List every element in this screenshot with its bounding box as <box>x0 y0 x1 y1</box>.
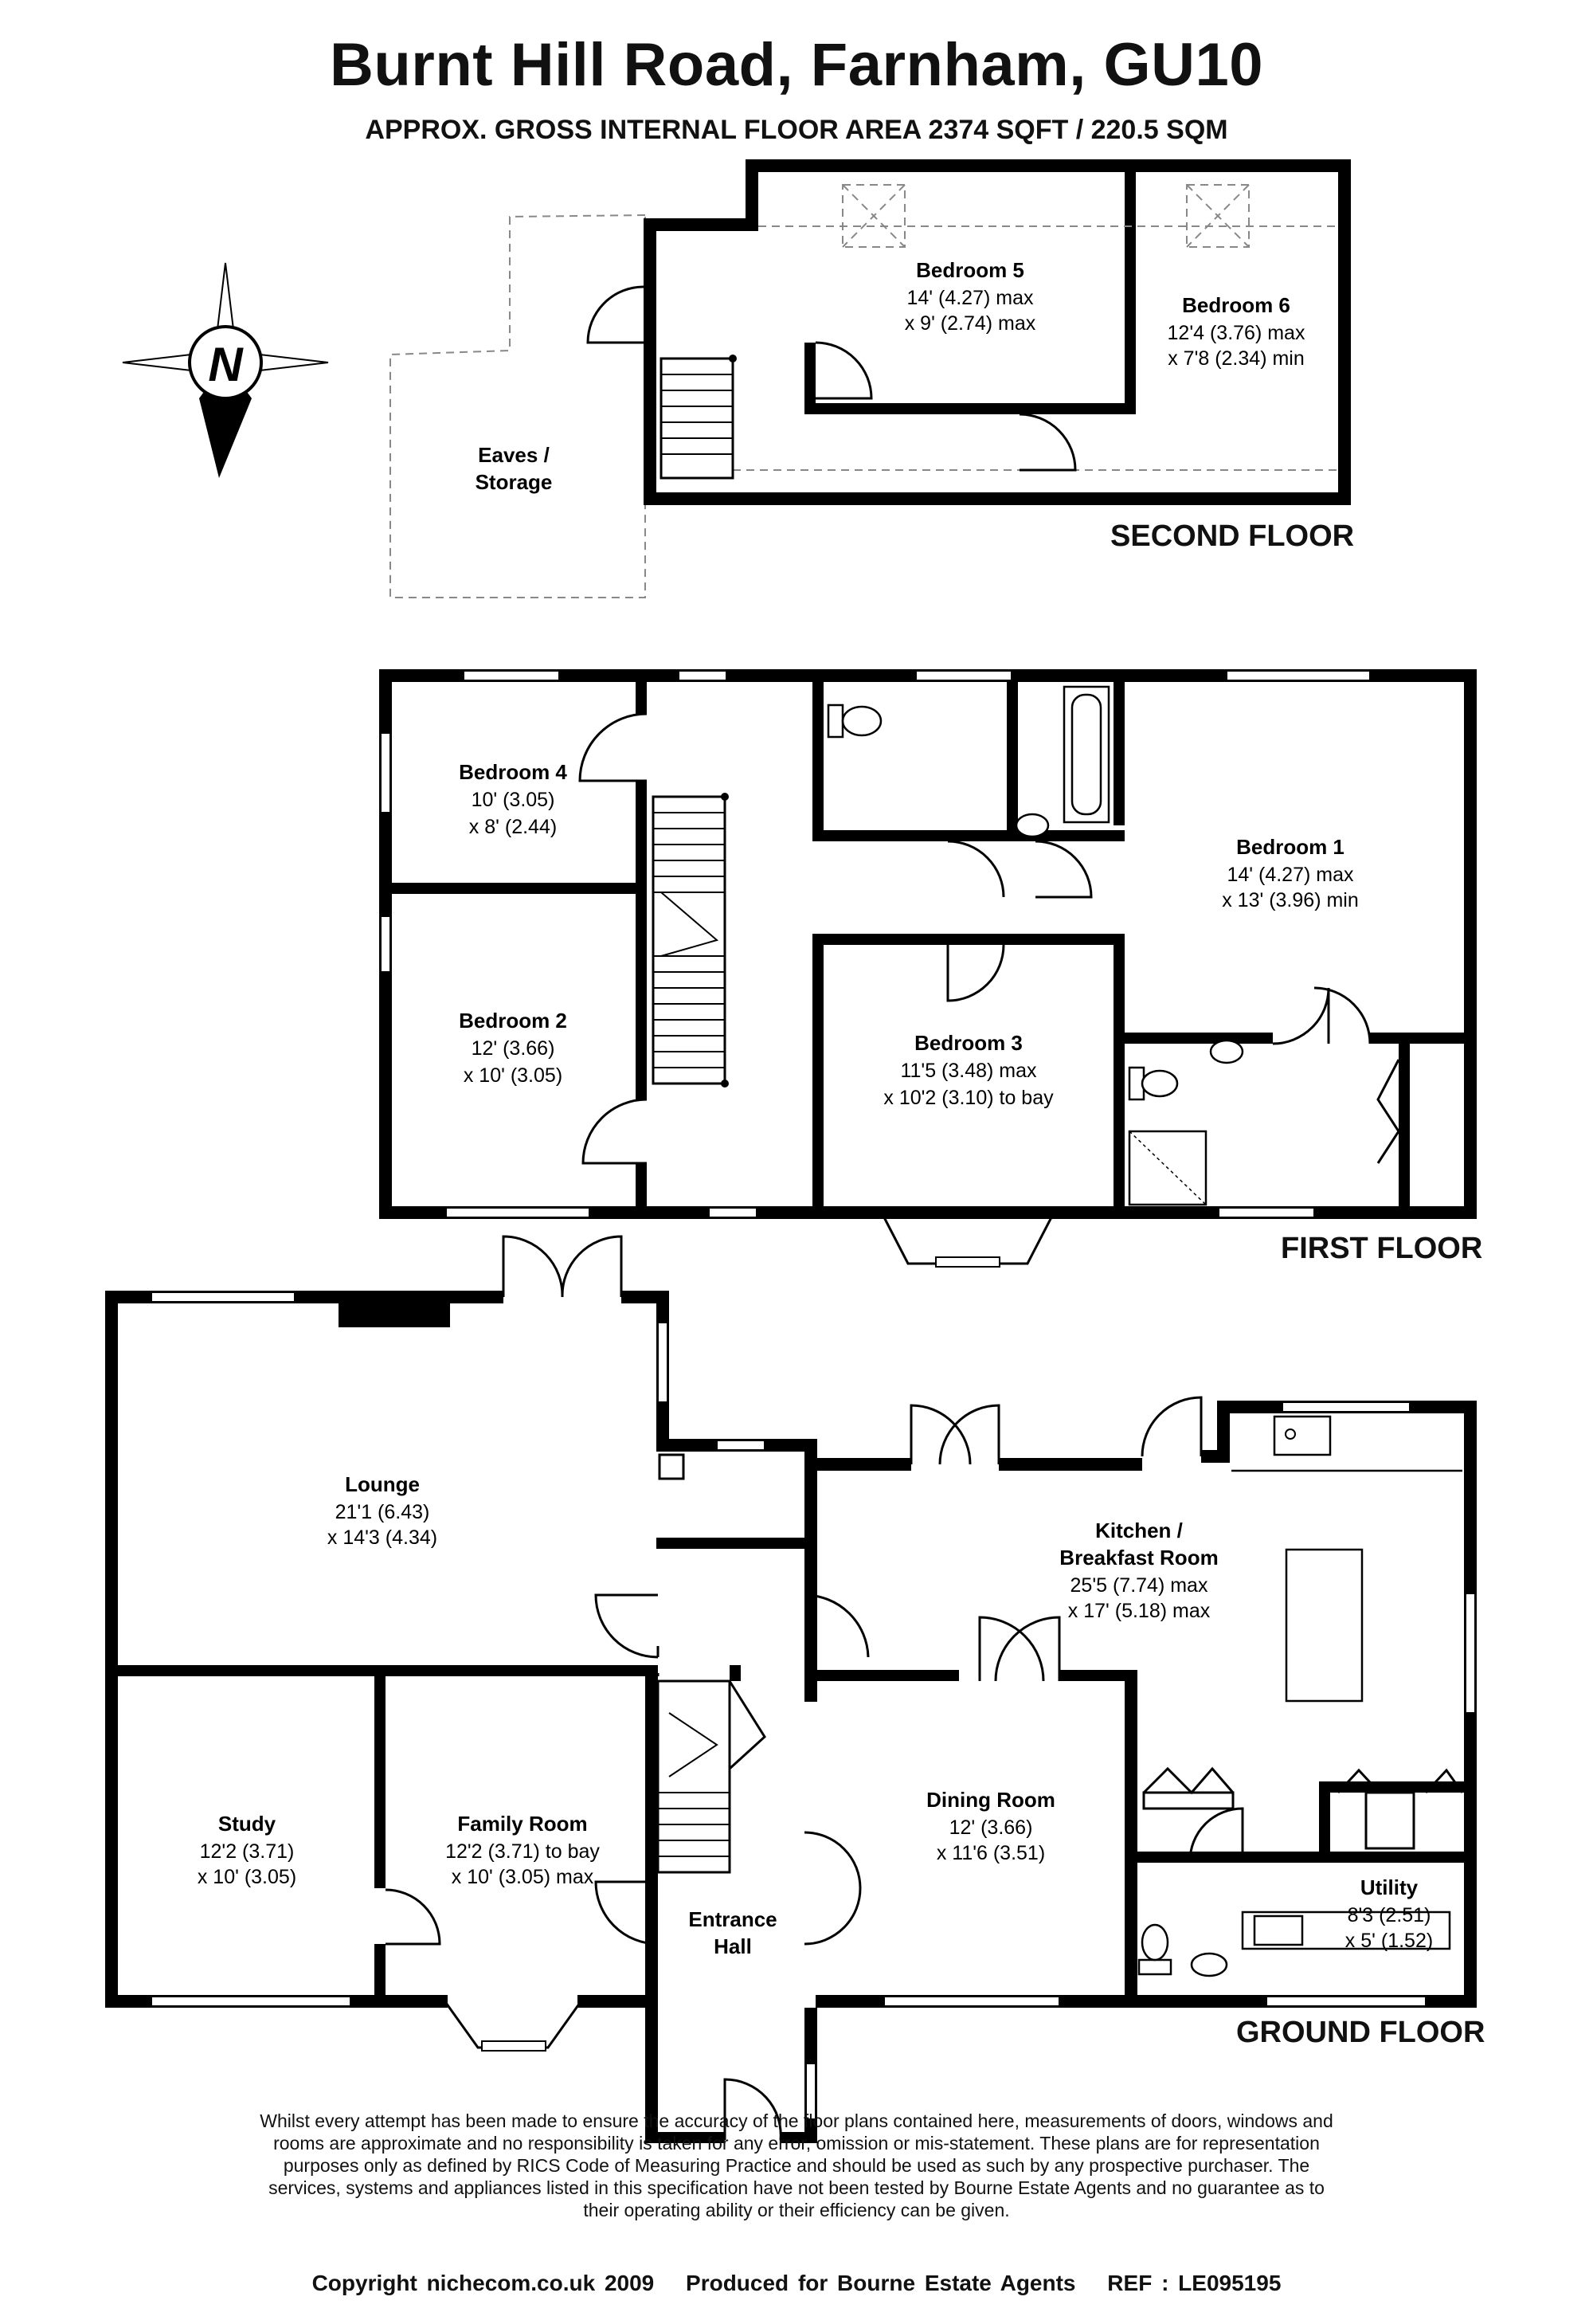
ground-floor-plan <box>105 1235 1477 2143</box>
bedroom3-name: Bedroom 3 <box>914 1031 1023 1055</box>
disclaimer-line: services, systems and appliances listed … <box>268 2177 1325 2198</box>
bedroom6-dim2: x 7'8 (2.34) min <box>1168 347 1305 370</box>
kitchen-dim2: x 17' (5.18) max <box>1068 1600 1211 1622</box>
bedroom6-name: Bedroom 6 <box>1182 293 1290 317</box>
bedroom5-dim1: 14' (4.27) max <box>906 287 1034 309</box>
kitchen-dim1: 25'5 (7.74) max <box>1070 1574 1208 1597</box>
bedroom2-name: Bedroom 2 <box>459 1009 567 1033</box>
reference-text: REF : LE095195 <box>1107 2271 1282 2295</box>
bedroom4-name: Bedroom 4 <box>459 760 567 784</box>
second-floor-label: SECOND FLOOR <box>1110 519 1355 553</box>
disclaimer-line: purposes only as defined by RICS Code of… <box>283 2155 1310 2176</box>
entrance-hall-line1: Entrance <box>688 1907 777 1931</box>
dining-room-dim2: x 11'6 (3.51) <box>937 1842 1045 1864</box>
family-room-dim2: x 10' (3.05) max <box>452 1866 594 1888</box>
first-floor-plan <box>379 669 1477 1268</box>
disclaimer-line: their operating ability or their efficie… <box>583 2200 1010 2220</box>
copyright-text: Copyright nichecom.co.uk 2009 <box>311 2271 655 2295</box>
lounge-dim1: 21'1 (6.43) <box>335 1501 430 1523</box>
lounge-name: Lounge <box>345 1472 420 1496</box>
lounge-dim2: x 14'3 (4.34) <box>327 1526 437 1549</box>
bedroom4-dim1: 10' (3.05) <box>472 789 555 811</box>
disclaimer-line: rooms are approximate and no responsibil… <box>273 2133 1320 2154</box>
dining-room-name: Dining Room <box>926 1788 1055 1812</box>
kitchen-name-line1: Kitchen / <box>1095 1519 1183 1542</box>
study-dim1: 12'2 (3.71) <box>200 1840 295 1863</box>
study-dim2: x 10' (3.05) <box>198 1866 296 1888</box>
eaves-label-line1: Eaves / <box>478 443 550 467</box>
compass-north-letter: N <box>208 338 244 391</box>
dining-room-dim1: 12' (3.66) <box>949 1816 1033 1839</box>
utility-name: Utility <box>1360 1875 1419 1899</box>
bedroom3-dim1: 11'5 (3.48) max <box>900 1060 1037 1082</box>
bedroom5-dim2: x 9' (2.74) max <box>905 312 1036 335</box>
first-floor-label: FIRST FLOOR <box>1281 1232 1483 1265</box>
bedroom1-dim1: 14' (4.27) max <box>1227 864 1354 886</box>
floor-area-subtitle: APPROX. GROSS INTERNAL FLOOR AREA 2374 S… <box>365 115 1228 145</box>
utility-dim2: x 5' (1.52) <box>1345 1930 1433 1952</box>
eaves-label-line2: Storage <box>476 470 553 494</box>
disclaimer-text: Whilst every attempt has been made to en… <box>159 2110 1434 2221</box>
bedroom1-dim2: x 13' (3.96) min <box>1222 889 1359 911</box>
family-room-dim1: 12'2 (3.71) to bay <box>445 1840 600 1863</box>
entrance-hall-line2: Hall <box>714 1934 752 1958</box>
produced-for-text: Produced for Bourne Estate Agents <box>686 2271 1076 2295</box>
bedroom5-name: Bedroom 5 <box>916 258 1024 282</box>
bedroom2-dim2: x 10' (3.05) <box>464 1064 562 1087</box>
bedroom6-dim1: 12'4 (3.76) max <box>1168 322 1305 344</box>
utility-dim1: 8'3 (2.51) <box>1348 1904 1431 1926</box>
study-name: Study <box>218 1812 276 1836</box>
footer: Copyright nichecom.co.uk 2009 Produced f… <box>0 2271 1593 2296</box>
bedroom4-dim2: x 8' (2.44) <box>469 816 557 838</box>
second-floor-plan <box>389 159 1351 598</box>
bedroom2-dim1: 12' (3.66) <box>472 1037 555 1060</box>
ground-floor-label: GROUND FLOOR <box>1236 2016 1485 2049</box>
disclaimer-line: Whilst every attempt has been made to en… <box>260 2110 1333 2131</box>
bedroom3-dim2: x 10'2 (3.10) to bay <box>883 1087 1054 1109</box>
family-room-name: Family Room <box>457 1812 587 1836</box>
plan-title: Burnt Hill Road, Farnham, GU10 <box>329 31 1264 99</box>
compass-rose-icon: N <box>122 262 329 478</box>
bedroom1-name: Bedroom 1 <box>1236 835 1344 859</box>
kitchen-name-line2: Breakfast Room <box>1059 1546 1218 1570</box>
